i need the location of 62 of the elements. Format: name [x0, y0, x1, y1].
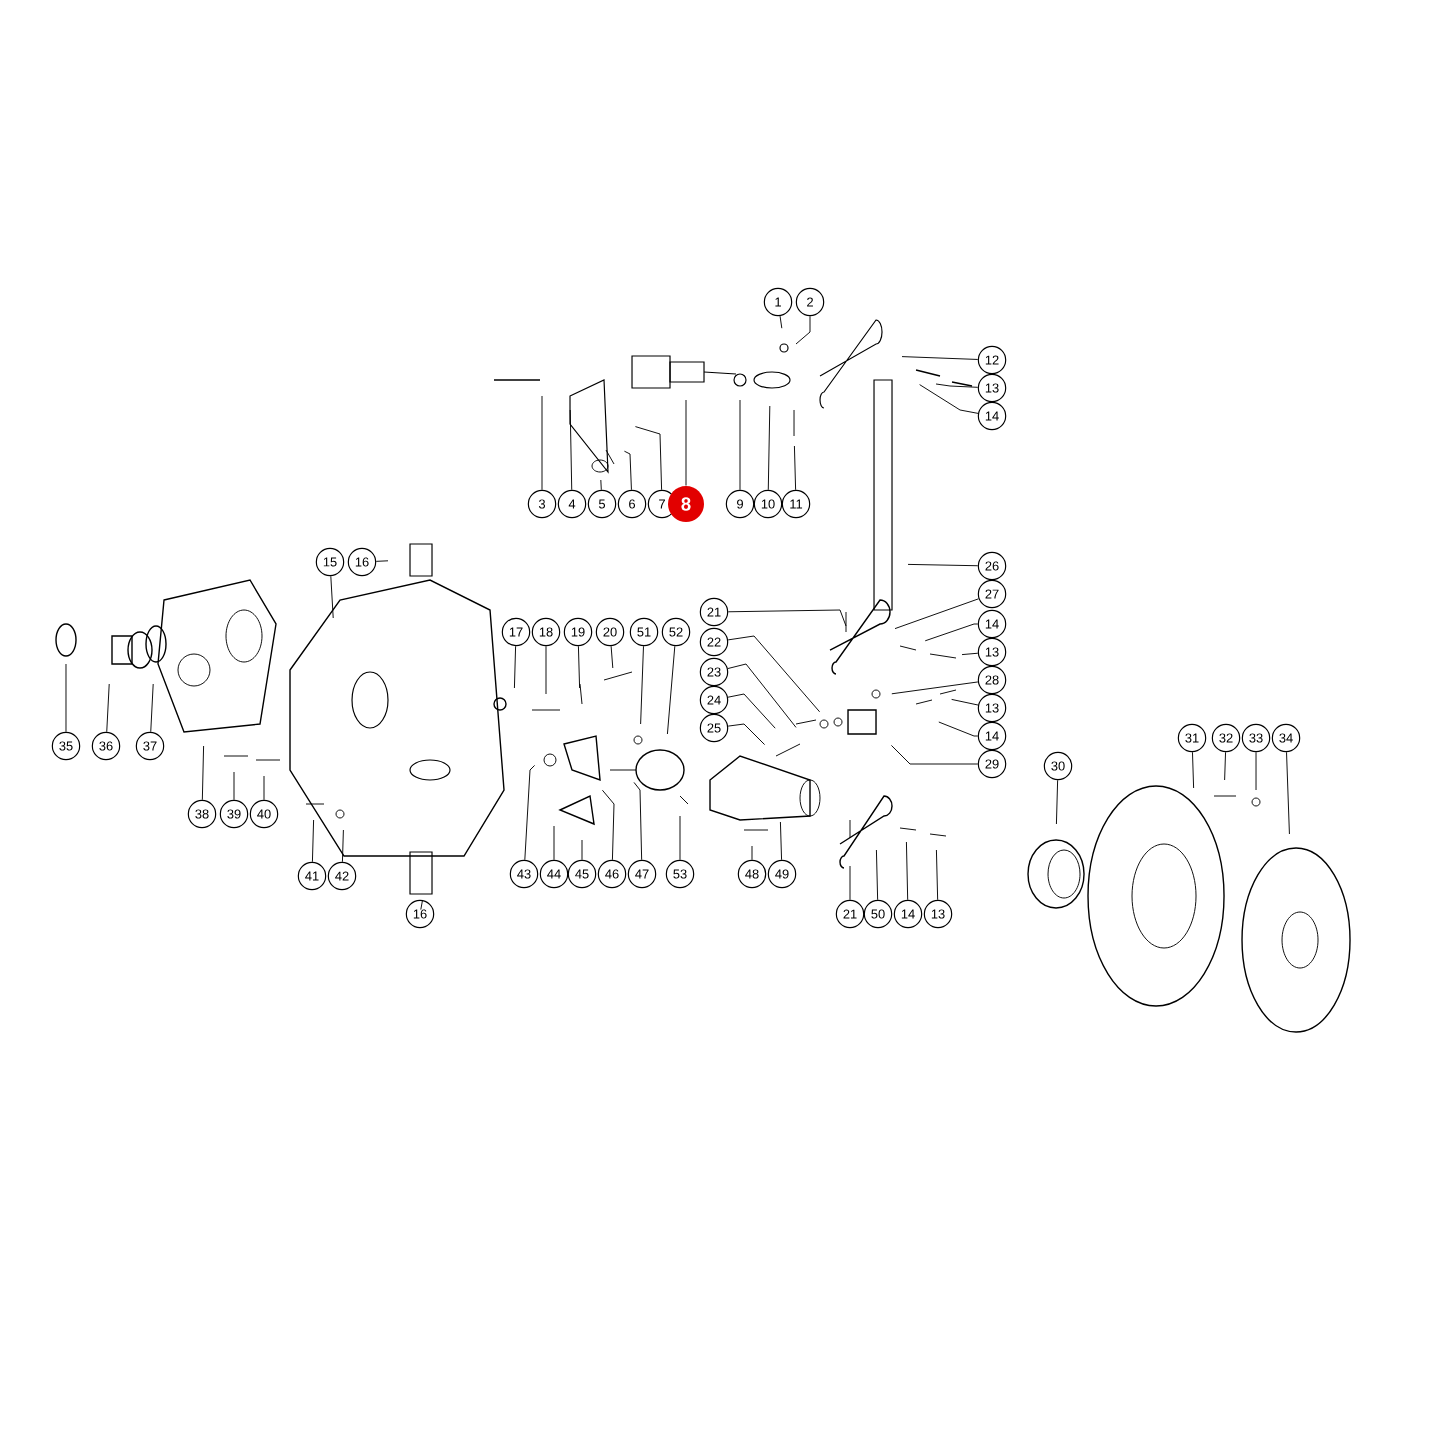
leader-line	[263, 775, 265, 801]
leader-line	[919, 384, 979, 414]
leader-line	[640, 645, 644, 725]
leader-line	[1055, 779, 1059, 825]
leader-line	[935, 849, 939, 901]
leader-line	[610, 645, 614, 669]
leader-line	[666, 645, 676, 735]
leader-line	[601, 789, 615, 861]
leader-line	[935, 383, 979, 388]
leader-line	[727, 723, 766, 746]
leader-line	[767, 405, 771, 491]
leader-line	[524, 764, 536, 861]
leader-line	[65, 663, 67, 733]
leader-line	[894, 598, 980, 630]
leader-line	[541, 395, 543, 491]
leader-line	[727, 693, 776, 729]
leader-line	[793, 445, 797, 491]
leader-line	[795, 315, 811, 345]
leader-line	[727, 663, 797, 728]
leader-line	[1286, 751, 1290, 835]
leader-line	[233, 771, 235, 801]
leader-line	[739, 399, 741, 491]
leader-line	[685, 399, 687, 486]
leader-line	[1255, 751, 1257, 791]
leader-line	[569, 409, 573, 491]
leader-line	[890, 744, 979, 765]
leader-line	[951, 698, 979, 706]
leader-line	[891, 681, 979, 695]
leader-line	[600, 479, 602, 491]
leader-line	[581, 839, 583, 861]
leader-line	[905, 841, 909, 901]
leader-line	[1192, 751, 1195, 789]
leader-line	[577, 645, 581, 689]
leader-line	[311, 819, 315, 863]
leader-line	[341, 829, 344, 863]
leader-line	[907, 563, 979, 567]
leader-line	[727, 609, 847, 627]
leader-line	[634, 426, 663, 491]
leader-line	[1224, 751, 1226, 781]
leader-line	[150, 683, 154, 733]
leader-line	[938, 721, 979, 737]
leader-line	[924, 623, 979, 642]
leader-line	[679, 815, 681, 861]
leader-line	[961, 652, 979, 656]
leader-line	[553, 825, 555, 861]
leader-line	[901, 356, 979, 360]
leader-line	[875, 849, 879, 901]
leader-line	[420, 899, 424, 911]
leader-line	[330, 575, 334, 619]
leader-line	[779, 315, 783, 329]
leader-line	[633, 781, 643, 861]
leader-line	[201, 745, 205, 801]
leader-line	[727, 635, 821, 713]
leader-line	[751, 845, 753, 861]
highlighted-callout-number: 8	[668, 486, 704, 522]
leader-line	[849, 865, 851, 901]
leader-line	[623, 450, 632, 491]
leader-line	[375, 560, 389, 562]
leader-line	[545, 645, 547, 695]
leader-line	[779, 821, 783, 861]
leader-line	[106, 683, 110, 733]
leader-line	[513, 645, 517, 689]
